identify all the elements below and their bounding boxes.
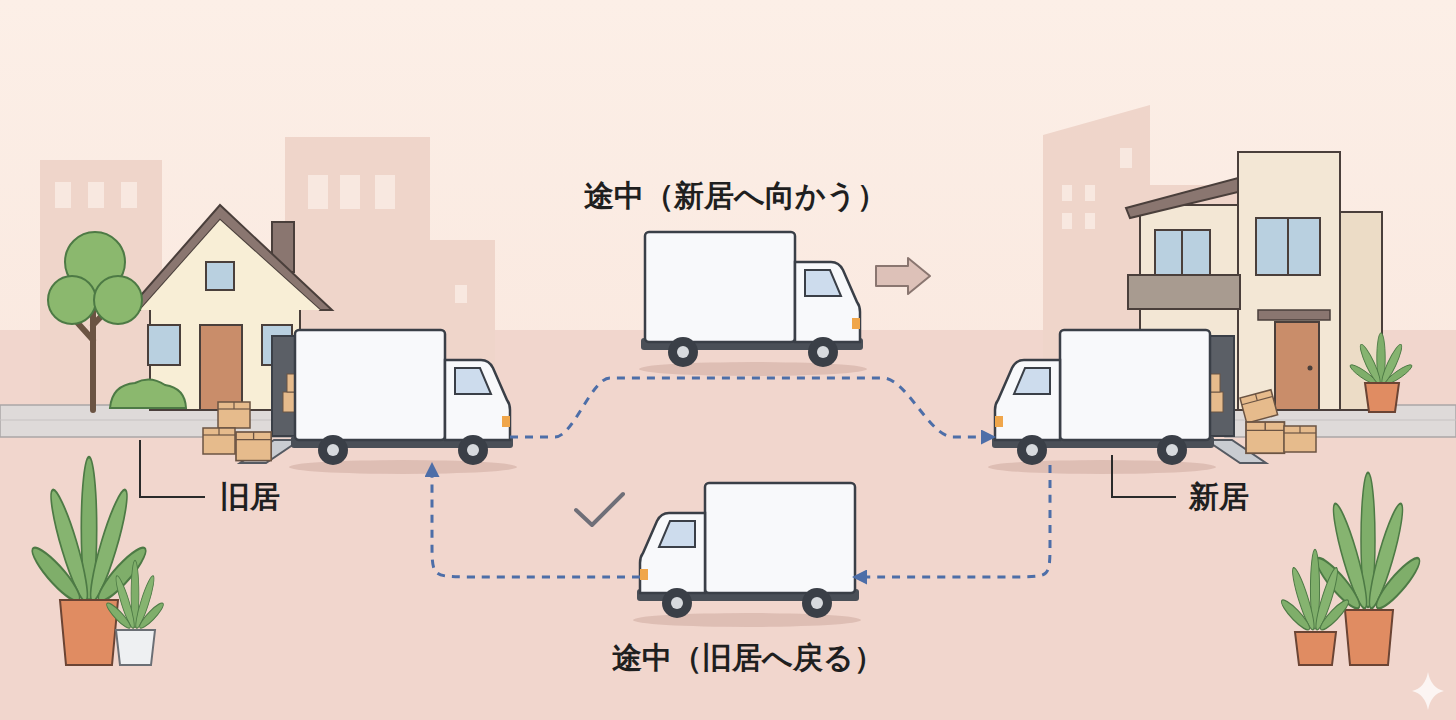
sparkle-mark — [1412, 672, 1444, 710]
city-buildings-part-part — [308, 175, 328, 209]
dashed-connector — [855, 465, 1050, 577]
potted-plants-part — [1345, 610, 1393, 665]
old-truck-part — [289, 330, 517, 474]
sparkle-mark-part — [1412, 672, 1444, 710]
new-house-part — [1258, 310, 1330, 320]
city-buildings-part-part — [455, 285, 467, 303]
old-house-part — [148, 325, 180, 365]
old-truck — [240, 330, 517, 474]
new-home-stop: 新居 — [993, 330, 1233, 465]
new-house-part — [1126, 178, 1238, 218]
city-buildings-part-part — [1120, 148, 1132, 168]
tree-part — [48, 276, 96, 324]
potted-plants-part — [1279, 549, 1350, 633]
old-boxes-part — [236, 432, 271, 461]
direction-arrow-part — [876, 258, 930, 294]
new-house-part — [1275, 322, 1319, 410]
new-house-part — [1128, 275, 1240, 309]
dashed-connector — [432, 465, 640, 577]
top-truck-part — [639, 232, 867, 376]
potted-plants — [29, 457, 1423, 665]
bottom-truck — [633, 483, 861, 627]
old-house-part — [200, 325, 242, 410]
old-boxes — [203, 402, 271, 461]
check-mark-part — [576, 494, 623, 525]
old-boxes-part — [218, 402, 250, 428]
city-buildings-part-part — [121, 182, 137, 208]
potted-plants-part — [105, 560, 165, 631]
city-buildings-part-part — [55, 182, 71, 208]
old-home-stop: 旧居 — [200, 330, 510, 465]
city-buildings-part-part — [1085, 185, 1095, 201]
new-house-part — [1256, 218, 1320, 275]
potted-plants-part — [116, 630, 155, 665]
new-house-part — [1308, 366, 1313, 371]
new-boxes-part — [1240, 390, 1278, 423]
old-house-part — [128, 205, 332, 310]
node-label: 途中（旧居へ戻る） — [612, 640, 884, 676]
tree-part — [110, 379, 186, 408]
door-plant-part — [1365, 383, 1399, 412]
door-plant — [1348, 333, 1414, 412]
new-house-part — [1238, 152, 1340, 410]
old-house-part — [206, 262, 234, 290]
potted-plants-part — [1295, 632, 1336, 665]
tree-part — [94, 276, 142, 324]
city-buildings-part-part — [1062, 213, 1072, 229]
top-truck — [639, 232, 867, 376]
city-buildings-part-part — [1085, 213, 1095, 229]
check-mark — [576, 494, 623, 525]
new-truck — [988, 330, 1266, 474]
new-house-part — [1155, 230, 1210, 275]
new-truck-part — [988, 330, 1216, 474]
node-label: 新居 — [1189, 479, 1249, 515]
node-label: 途中（新居へ向かう） — [584, 178, 887, 214]
city-buildings-part — [40, 160, 162, 410]
truck-in-transit: 途中（旧居へ戻る） — [640, 480, 855, 617]
city-buildings-part-part — [375, 175, 395, 209]
old-house-part — [140, 220, 320, 310]
new-boxes-part — [1284, 426, 1316, 452]
sidewalk-part — [0, 420, 300, 421]
node-label: 旧居 — [220, 479, 280, 515]
leader-line — [140, 440, 1176, 497]
new-boxes — [1240, 390, 1316, 453]
city-buildings-part-part — [340, 175, 360, 209]
old-boxes-part — [203, 428, 235, 454]
door-plant-part — [1348, 333, 1414, 386]
direction-arrow — [876, 258, 930, 294]
leader-line-part — [1112, 455, 1176, 497]
dashed-connector — [510, 378, 993, 437]
city-buildings-part-part — [88, 182, 104, 208]
truck-in-transit: 途中（新居へ向かう） — [645, 232, 857, 367]
new-house-part — [1181, 230, 1183, 275]
leader-line-part — [140, 440, 205, 497]
new-house-part — [1287, 218, 1289, 275]
city-buildings-part-part — [1062, 185, 1072, 201]
bottom-truck-part — [633, 483, 861, 627]
tree — [48, 232, 186, 410]
new-boxes-part — [1246, 422, 1284, 453]
